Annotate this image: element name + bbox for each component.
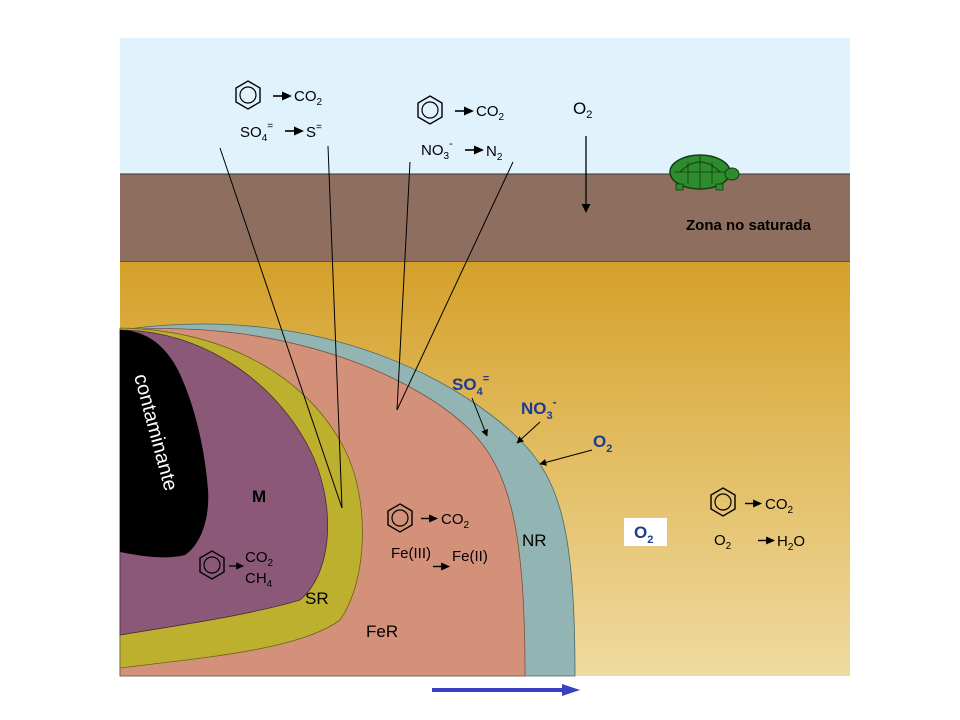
iron-reaction-acceptor: Fe(III) xyxy=(391,545,431,562)
contaminant-source xyxy=(120,330,209,558)
aerobic-reaction-product: CO2 xyxy=(765,496,794,516)
flow-arrow-icon xyxy=(432,684,580,696)
nitrate-reaction-reduced: N2 xyxy=(486,143,503,163)
nitrate-leader-line xyxy=(396,161,514,411)
sulfate-reaction-acceptor: SO4= xyxy=(240,121,273,144)
oxygen-front-label: O2 xyxy=(593,432,612,455)
oxygen-box-label: O2 xyxy=(634,523,653,546)
zone-label-fer: FeR xyxy=(366,622,398,641)
aerobic-reaction-acceptor: O2 xyxy=(714,532,732,552)
sulfate-reaction-product: CO2 xyxy=(294,88,323,108)
oxygen-front-arrow xyxy=(539,449,593,466)
iron-reaction-product: CO2 xyxy=(441,511,470,531)
sulfate-leader-line xyxy=(327,145,343,509)
nitrate-reaction-product: CO2 xyxy=(476,103,505,123)
unsaturated-zone-band xyxy=(120,174,850,262)
methanogenic-reaction-product: CO2 xyxy=(245,549,274,569)
methanogenic-reaction-reduced: CH4 xyxy=(245,570,273,590)
zone-label-m: M xyxy=(252,487,266,506)
iron-reaction-reduced: Fe(II) xyxy=(452,548,488,565)
sulfate-front-label: SO4= xyxy=(452,373,489,398)
nitrate-reaction-acceptor: NO3- xyxy=(421,138,453,162)
nitrate-front-label: NO3- xyxy=(521,395,557,422)
top-oxygen-label: O2 xyxy=(573,99,592,121)
aerobic-reaction-reduced: H2O xyxy=(777,533,805,553)
zone-label-sr: SR xyxy=(305,589,329,608)
sulfate-front-arrow xyxy=(471,397,488,437)
zone-label-nr: NR xyxy=(522,531,547,550)
nitrate-front-arrow xyxy=(516,421,541,444)
unsaturated-zone-label: Zona no saturada xyxy=(686,217,812,234)
turtle-icon xyxy=(669,154,740,191)
nitrate-leader-line xyxy=(396,161,411,411)
oxygen-box xyxy=(624,518,667,546)
sulfate-leader-line xyxy=(219,147,343,509)
sulfate-reaction-reduced: S= xyxy=(306,122,322,141)
